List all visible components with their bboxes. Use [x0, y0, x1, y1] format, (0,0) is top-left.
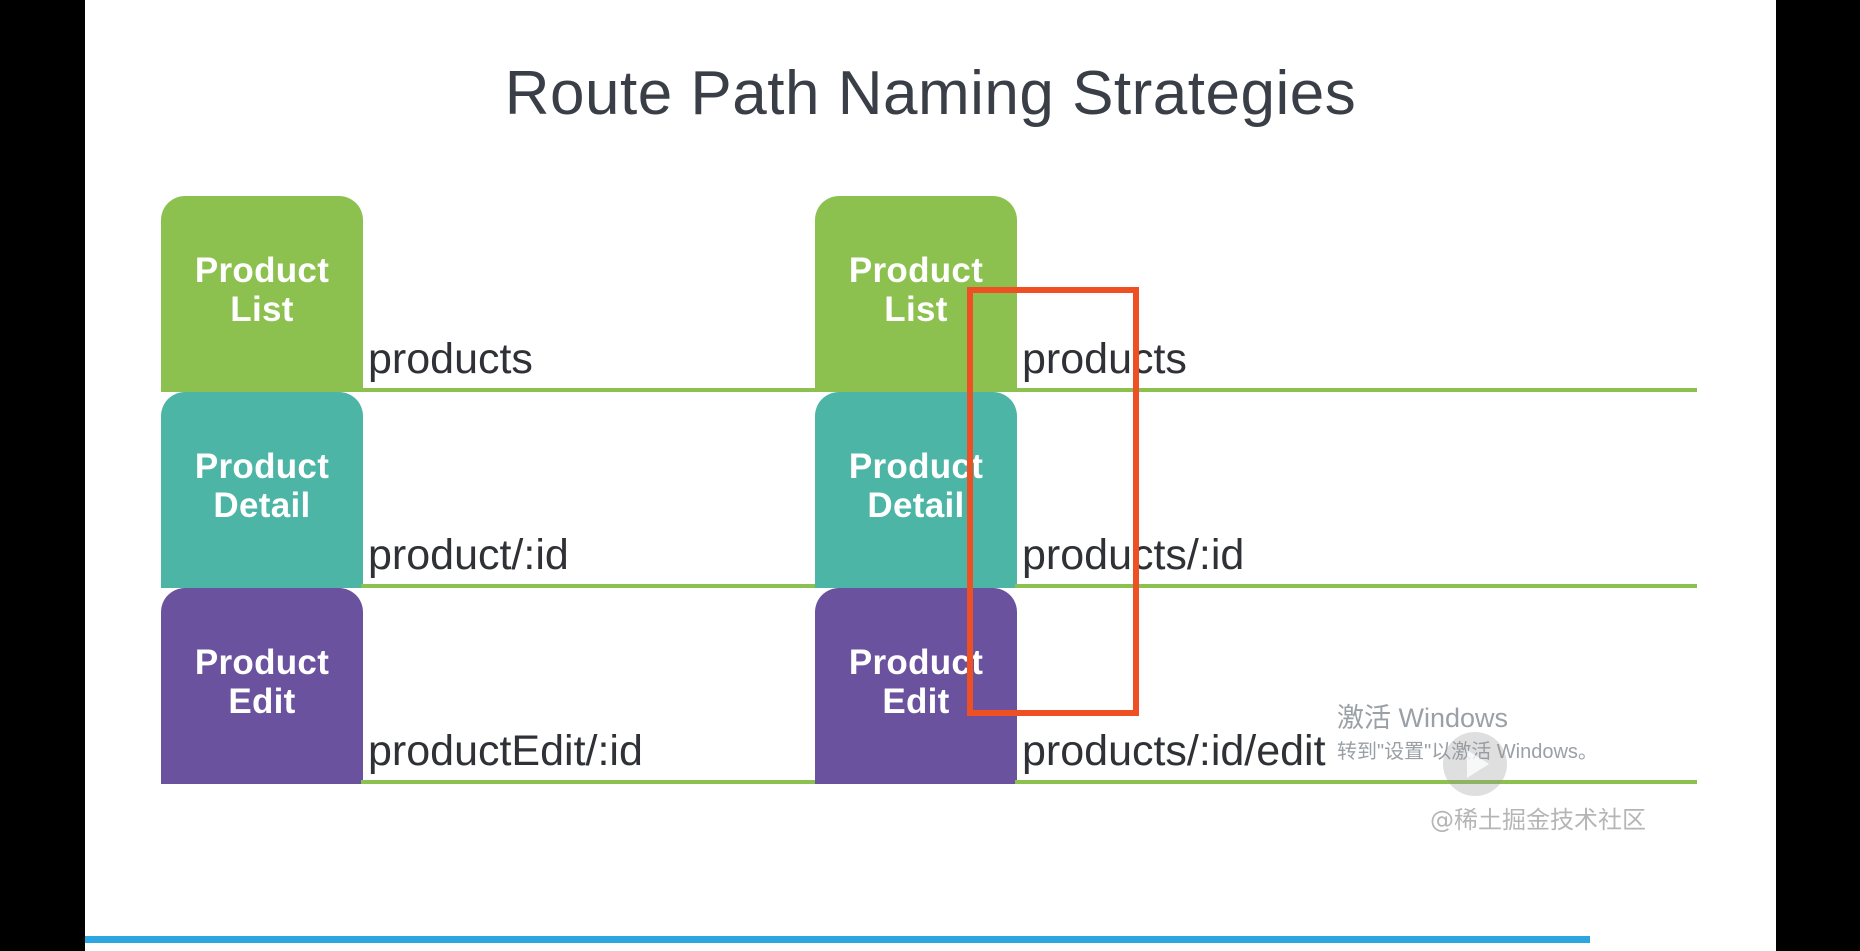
activation-title: 激活 Windows — [1337, 703, 1509, 733]
node-label-line2: Detail — [867, 486, 965, 525]
node-label-line2: List — [884, 290, 948, 329]
node-label: Product Detail — [849, 447, 983, 525]
node-label: Product Edit — [195, 643, 329, 721]
route-row: Product Detail product/:id — [161, 392, 921, 588]
page-title: Route Path Naming Strategies — [504, 59, 1357, 128]
route-path-text: productEdit/:id — [368, 727, 643, 775]
presentation-slide: Route Path Naming Strategies Product Lis… — [85, 0, 1776, 951]
route-path-text: products/:id/edit — [1022, 727, 1326, 775]
route-row: Product Edit products/:id/edit — [815, 588, 1697, 784]
route-path-underline — [361, 388, 921, 392]
site-attribution-watermark: @稀土掘金技术社区 — [1430, 806, 1646, 834]
node-product-list-left: Product List — [161, 196, 363, 392]
route-path-underline — [1015, 584, 1697, 588]
node-label-line1: Product — [194, 250, 330, 290]
node-label-line1: Product — [194, 642, 330, 682]
route-column-inconsistent: Product List products Product Detail pro… — [161, 196, 921, 784]
node-label-line1: Product — [848, 642, 984, 682]
node-product-detail-left: Product Detail — [161, 392, 363, 588]
route-row: Product List products — [815, 196, 1697, 392]
node-label-line2: List — [230, 290, 294, 329]
node-label-line2: Detail — [213, 486, 311, 525]
node-label-line1: Product — [848, 250, 984, 290]
video-progress-bar[interactable] — [85, 936, 1776, 943]
route-path-underline — [361, 780, 921, 784]
route-path-text: products — [1022, 335, 1187, 383]
node-label: Product Detail — [195, 447, 329, 525]
play-triangle-icon — [1443, 732, 1507, 796]
route-path-text: products — [368, 335, 533, 383]
video-progress-fill — [85, 936, 1590, 943]
route-column-consistent: Product List products Product Detail pro… — [815, 196, 1697, 784]
node-label-line2: Edit — [882, 682, 950, 721]
node-label-line1: Product — [848, 446, 984, 486]
node-label: Product List — [195, 251, 329, 329]
route-path-underline — [361, 584, 921, 588]
node-label: Product List — [849, 251, 983, 329]
route-path-text: product/:id — [368, 531, 569, 579]
common-prefix-highlight-box — [967, 287, 1139, 716]
letterbox-left — [0, 0, 85, 951]
node-product-edit-left: Product Edit — [161, 588, 363, 784]
node-label-line1: Product — [194, 446, 330, 486]
node-label-line2: Edit — [228, 682, 296, 721]
route-path-underline — [1015, 780, 1697, 784]
play-triangle-shape — [1467, 750, 1489, 778]
node-product-detail-right: Product Detail — [815, 392, 1017, 588]
route-row: Product Detail products/:id — [815, 392, 1697, 588]
letterbox-right — [1776, 0, 1860, 951]
route-row: Product Edit productEdit/:id — [161, 588, 921, 784]
node-product-list-right: Product List — [815, 196, 1017, 392]
node-label: Product Edit — [849, 643, 983, 721]
route-path-underline — [1015, 388, 1697, 392]
route-row: Product List products — [161, 196, 921, 392]
node-product-edit-right: Product Edit — [815, 588, 1017, 784]
